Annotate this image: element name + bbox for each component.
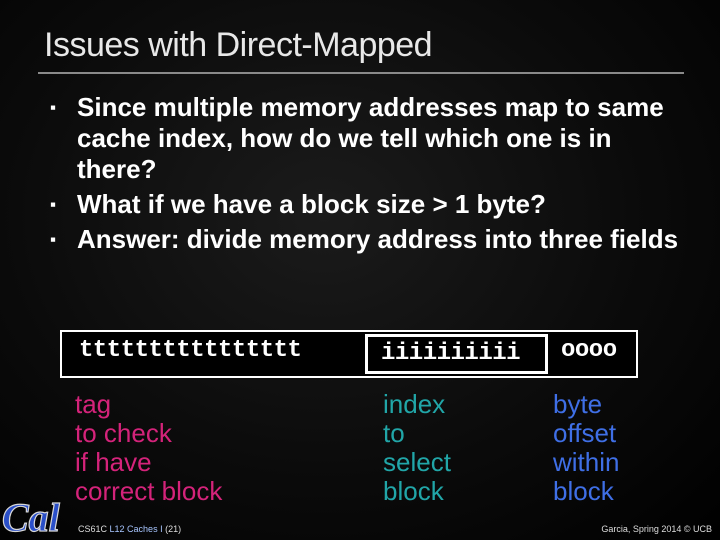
footer-lecture: L12 Caches I <box>109 524 163 534</box>
offset-field: oooo <box>561 337 617 364</box>
bullet-item: ▪ What if we have a block size > 1 byte? <box>50 189 690 220</box>
slide-title: Issues with Direct-Mapped <box>44 26 433 64</box>
bullet-text: Since multiple memory addresses map to s… <box>77 92 664 184</box>
footer-course: CS61C L12 Caches I (21) <box>78 524 181 534</box>
tag-label: tag to check if have correct block <box>75 389 223 506</box>
bullet-text: Answer: divide memory address into three… <box>77 224 679 254</box>
title-divider <box>38 72 684 74</box>
bullet-text: What if we have a block size > 1 byte? <box>77 189 546 219</box>
bullet-item: ▪ Answer: divide memory address into thr… <box>50 224 690 255</box>
square-bullet-icon: ▪ <box>50 98 57 117</box>
square-bullet-icon: ▪ <box>50 230 57 249</box>
index-label: index to select block <box>383 389 451 506</box>
footer-credit: Garcia, Spring 2014 © UCB <box>601 524 712 534</box>
memory-address-diagram: tttttttttttttttt iiiiiiiiii oooo <box>60 330 638 378</box>
tag-field: tttttttttttttttt <box>79 337 302 364</box>
index-field: iiiiiiiiii <box>365 334 548 374</box>
offset-label: byte offset within block <box>553 389 620 506</box>
cal-logo-text: Cal <box>2 495 61 540</box>
cal-logo-icon: Cal <box>1 494 61 540</box>
bullet-list: ▪ Since multiple memory addresses map to… <box>50 92 690 259</box>
footer-course-code: CS61C <box>78 524 108 534</box>
bullet-item: ▪ Since multiple memory addresses map to… <box>50 92 690 185</box>
square-bullet-icon: ▪ <box>50 195 57 214</box>
footer-page: (21) <box>165 524 182 534</box>
